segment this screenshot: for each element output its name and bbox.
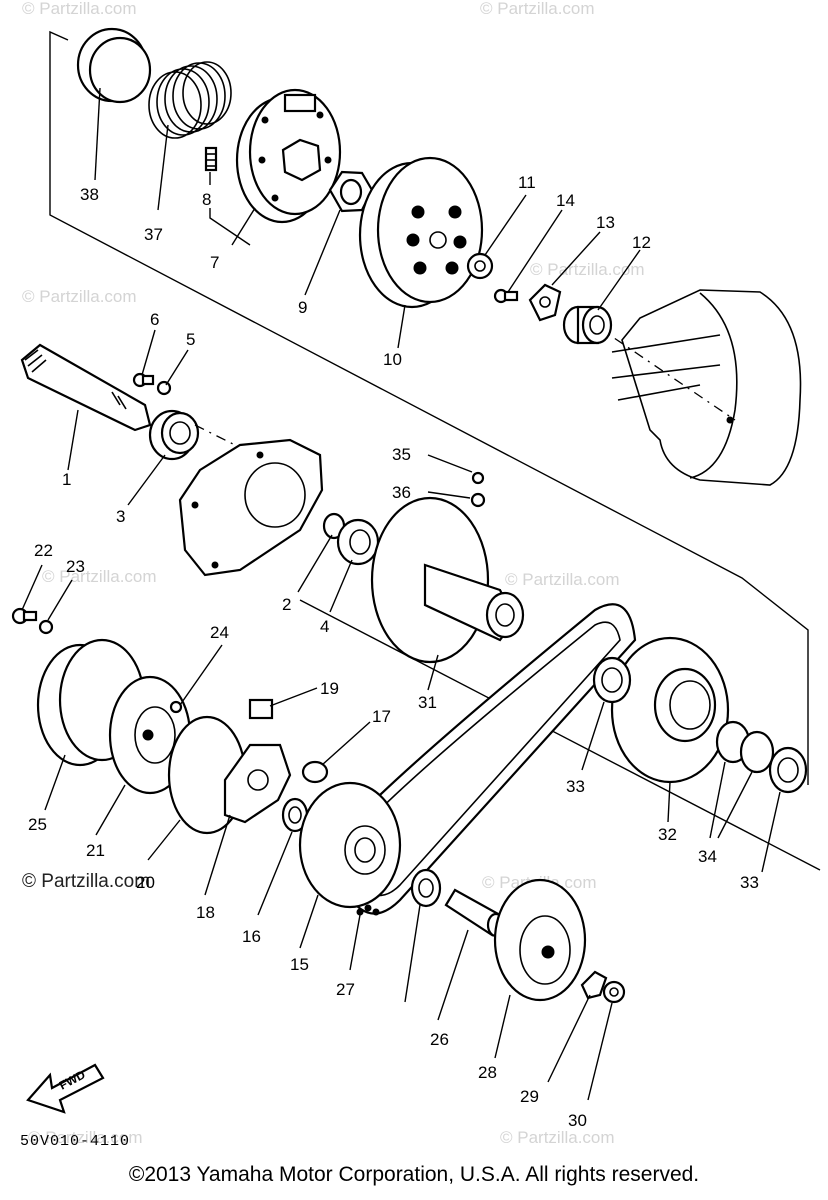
copyright-notice: ©2013 Yamaha Motor Corporation, U.S.A. A…: [128, 1163, 700, 1186]
callout-30: 30: [568, 1111, 587, 1130]
callout-33: 33: [566, 777, 585, 796]
part-30-nut: [602, 980, 626, 1004]
watermark: © Partzilla.com: [500, 1128, 615, 1147]
part-19-slider: [248, 698, 274, 720]
part-17-weight: [301, 760, 329, 784]
callout-5: 5: [186, 330, 195, 349]
callout-33: 33: [740, 873, 759, 892]
callout-1: 1: [62, 470, 71, 489]
callout-19: 19: [320, 679, 339, 698]
callout-20: 20: [136, 873, 155, 892]
part-24-pin: [169, 700, 183, 714]
part-13-plate: [528, 283, 562, 322]
callout-31: 31: [418, 693, 437, 712]
diagram-code: 50V010-4110: [20, 1133, 130, 1150]
part-29-washer: [580, 970, 608, 1000]
part-7-clutch-carrier: [235, 88, 342, 224]
watermark: © Partzilla.com: [22, 287, 137, 306]
part-4-oil-seal: [336, 518, 380, 566]
leader-lines: [21, 87, 781, 1101]
watermark: © Partzilla.com: [28, 1128, 143, 1147]
callout-7: 7: [210, 253, 219, 272]
part-12-bearing: [562, 305, 613, 345]
part-37-spring: [148, 61, 232, 139]
part-23-washer: [38, 619, 54, 635]
part-22-bolt: [11, 607, 38, 625]
callout-2: 2: [282, 595, 291, 614]
part-35-screw: [471, 471, 485, 485]
callout-25: 25: [28, 815, 47, 834]
part-33-seal: [768, 746, 808, 794]
callout-28: 28: [478, 1063, 497, 1082]
transmission-case: [178, 438, 324, 577]
part-27-mark: [356, 904, 380, 916]
callout-14: 14: [556, 191, 575, 210]
fwd-arrow-icon: FWD: [26, 1063, 105, 1114]
callout-6: 6: [150, 310, 159, 329]
part-8-small-spring: [204, 146, 218, 172]
callouts: 1 2 3 4 5 6 7 8 9 10 11 12 13 14 15 16 1…: [28, 173, 759, 1130]
callout-22: 22: [34, 541, 53, 560]
part-34-o-rings: [715, 720, 775, 774]
part-18-ramp-plate: [223, 743, 292, 824]
part-1-shaft: [20, 343, 152, 432]
part-31-sheave: [370, 496, 525, 664]
callout-15: 15: [290, 955, 309, 974]
part-3-bearing: [148, 409, 200, 461]
part-38-ring: [76, 27, 152, 104]
callout-9: 9: [298, 298, 307, 317]
callout-12: 12: [632, 233, 651, 252]
watermark: © Partzilla.com: [530, 260, 645, 279]
assembly-frame: [49, 30, 821, 871]
part-11-nut: [466, 252, 494, 280]
part-14-bolt: [493, 288, 519, 304]
part-28-fan: [493, 878, 587, 1002]
part-32-sheave: [610, 636, 730, 784]
part-6-bolt: [132, 372, 155, 388]
callout-29: 29: [520, 1087, 539, 1106]
part-5-washer: [156, 380, 172, 396]
callout-10: 10: [383, 350, 402, 369]
callout-36: 36: [392, 483, 411, 502]
callout-37: 37: [144, 225, 163, 244]
callout-27: 27: [336, 980, 355, 999]
part-15-movable-sheave: [298, 781, 402, 909]
watermark: © Partzilla.com: [22, 0, 137, 18]
callout-35: 35: [392, 445, 411, 464]
callout-34: 34: [698, 847, 717, 866]
part-33-seal: [592, 656, 632, 704]
crankcase-outline: [594, 289, 802, 486]
callout-32: 32: [658, 825, 677, 844]
part-16-collar: [410, 868, 442, 908]
callout-38: 38: [80, 185, 99, 204]
callout-24: 24: [210, 623, 229, 642]
callout-13: 13: [596, 213, 615, 232]
watermark: © Partzilla.com: [22, 871, 150, 892]
callout-3: 3: [116, 507, 125, 526]
callout-18: 18: [196, 903, 215, 922]
watermark: © Partzilla.com: [480, 0, 595, 18]
part-10-clutch-housing: [358, 156, 484, 309]
callout-26: 26: [430, 1030, 449, 1049]
watermark: © Partzilla.com: [505, 570, 620, 589]
watermark: © Partzilla.com: [42, 567, 157, 586]
callout-21: 21: [86, 841, 105, 860]
callout-11: 11: [518, 173, 536, 192]
callout-16: 16: [242, 927, 261, 946]
callout-17: 17: [372, 707, 391, 726]
callout-4: 4: [320, 617, 329, 636]
callout-8: 8: [202, 190, 211, 209]
callout-23: 23: [66, 557, 85, 576]
part-36-washer: [470, 492, 486, 508]
